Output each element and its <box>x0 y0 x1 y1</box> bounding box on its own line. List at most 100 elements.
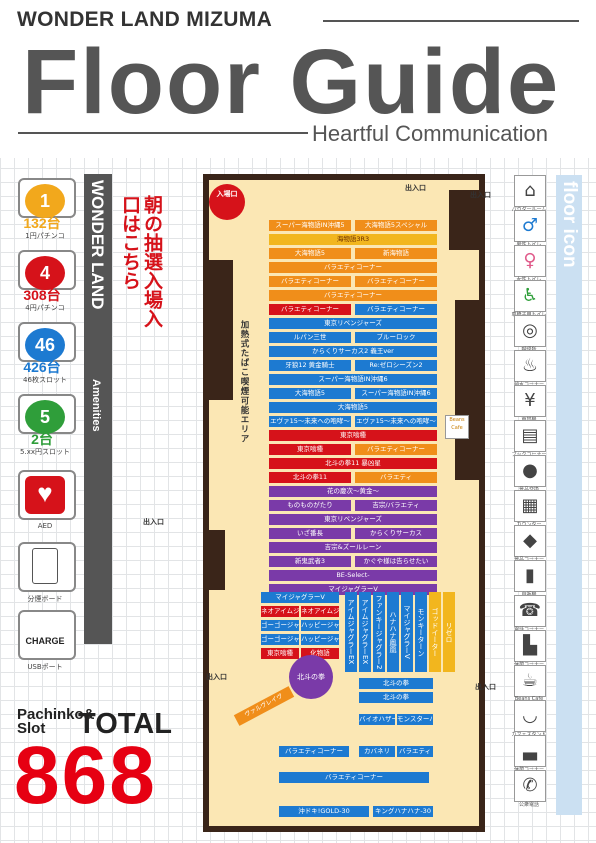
total-count: 868 <box>14 730 157 821</box>
machine-row[interactable]: バラエティコーナー <box>355 444 437 455</box>
machine-row[interactable]: ハッピージャグラーV III <box>301 634 339 645</box>
curved-row-label: ヴァルヴレイヴ <box>243 692 284 719</box>
machine-row[interactable]: 海物語3R3 <box>269 234 437 245</box>
entrance-label: 入場口 <box>216 190 238 198</box>
machine-row[interactable]: いざ番長 <box>269 528 351 539</box>
exit-right-top: 出入口 <box>470 191 491 199</box>
machine-row[interactable]: マイジャグラーV <box>261 592 339 603</box>
machine-row[interactable]: スーパー海物語IN沖縄6 <box>355 388 437 399</box>
machine-row[interactable]: バラエティ <box>397 746 433 757</box>
machine-row[interactable]: キングハナハナ-30 <box>373 806 433 817</box>
machine-row[interactable]: かぐや様は告らせたい <box>355 556 437 567</box>
machine-column[interactable]: アイムジャグラーEX <box>345 592 357 672</box>
smoking-area-label: 加熱式たばこ喫煙可能エリア <box>240 320 250 444</box>
machine-row[interactable]: BE-Select- <box>269 570 437 581</box>
machine-column[interactable]: アイムジャグラーEX <box>359 592 371 672</box>
machine-row[interactable]: ハッピージャグラーV III <box>301 620 339 631</box>
machine-column[interactable]: マイジャグラーV <box>401 592 413 672</box>
floor-icon-label: Beans Cafe <box>514 696 544 702</box>
amenities-title: WONDER LAND <box>88 180 107 310</box>
pachinko-slot-text: Pachinko& Slot <box>17 706 95 737</box>
machine-row[interactable]: 東京リベンジャーズ <box>269 514 437 525</box>
machine-column[interactable]: ゴッドイーター <box>429 592 441 672</box>
exit-top: 出入口 <box>405 184 426 192</box>
machine-row[interactable]: 大海物語5スペシャル <box>355 220 437 231</box>
machine-row[interactable]: ものものがたり <box>269 500 351 511</box>
machine-row[interactable]: モンスターハンター <box>397 714 433 725</box>
counter-icon: ▦ <box>514 490 546 522</box>
page-subtitle: Heartful Communication <box>312 121 548 146</box>
machine-row[interactable]: ネオアイムジャグラーEX <box>301 606 339 617</box>
machine-column[interactable]: ファンキージャグラー2 <box>373 592 385 672</box>
machine-column[interactable]: モンキーターン <box>415 592 427 672</box>
washroom-icon: ⌂ <box>514 175 546 207</box>
machine-row[interactable]: 北斗の拳11 暴凶星 <box>269 458 437 469</box>
machine-row[interactable]: 東京リベンジャーズ <box>269 318 437 329</box>
machine-row[interactable]: バラエティコーナー <box>355 304 437 315</box>
amenity-badge: 4 <box>25 256 65 290</box>
machine-row[interactable]: ゴーゴージャグラー3 <box>261 634 299 645</box>
machine-row[interactable]: 東京喰種 <box>269 444 351 455</box>
machine-row[interactable]: バラエティ <box>355 472 437 483</box>
machine-row[interactable]: バラエティコーナー <box>269 262 437 273</box>
map-wall <box>203 530 225 590</box>
header: WONDER LAND MIZUMA Floor Guide Heartful … <box>0 0 596 158</box>
machine-row[interactable]: からくりサーカス2 義王ver <box>269 346 437 357</box>
machine-row[interactable]: バラエティコーナー <box>269 304 351 315</box>
book-icon: ▤ <box>514 420 546 452</box>
coin-icon: ● <box>514 455 546 487</box>
brand-name: WONDER LAND MIZUMA <box>17 8 273 31</box>
machine-row[interactable]: スーパー海物語IN沖縄5 <box>269 220 351 231</box>
cup-icon: ◡ <box>514 700 546 732</box>
machine-row[interactable]: 吉宗/バラエティ <box>355 500 437 511</box>
machine-row[interactable]: 北斗の拳 <box>359 692 433 703</box>
floor-icon-title: floor icon <box>559 181 580 268</box>
amenity-label: 46枚スロット <box>23 376 67 384</box>
ashtray-icon: ◎ <box>514 315 546 347</box>
amenity-count: 308台 <box>23 287 61 303</box>
atm-icon: ¥ <box>514 385 546 417</box>
machine-row[interactable]: エヴァ15〜未来への咆哮〜 <box>269 416 351 427</box>
machine-row[interactable]: バイオハザード <box>359 714 395 725</box>
machine-row[interactable]: 大海物語5 <box>269 388 351 399</box>
subtitle-rule <box>18 132 308 134</box>
machine-row[interactable]: 北斗の拳 <box>359 678 433 689</box>
machine-row[interactable]: バラエティコーナー <box>279 772 429 783</box>
machine-row[interactable]: スーパー海物語IN沖縄6 <box>269 374 437 385</box>
machine-row[interactable]: 化物語 <box>301 648 339 659</box>
machine-row[interactable]: からくりサーカス <box>355 528 437 539</box>
machine-row[interactable]: ルパン三世 <box>269 332 351 343</box>
entrance-marker: 入場口 <box>207 182 249 220</box>
machine-row[interactable]: 大海物語5 <box>269 248 351 259</box>
machine-row[interactable]: バラエティコーナー <box>269 276 351 287</box>
machine-row[interactable]: カバネリ <box>359 746 395 757</box>
machine-row[interactable]: エヴァ15〜未来への咆哮〜 <box>355 416 437 427</box>
machine-row[interactable]: 花の慶次〜黄金〜 <box>269 486 437 497</box>
machine-row[interactable]: ゴーゴージャグラー3 <box>261 620 299 631</box>
machine-row[interactable]: 新鬼武者3 <box>269 556 351 567</box>
amenity-label: 1円パチンコ <box>25 232 65 240</box>
locker-icon: ▮ <box>514 560 546 592</box>
machine-row[interactable]: ブルーロック <box>355 332 437 343</box>
page-title: Floor Guide <box>22 31 561 133</box>
machine-column[interactable]: ハナハナ鳳凰 <box>387 592 399 672</box>
machine-row[interactable]: 沖ドキ!GOLD-30 <box>279 806 369 817</box>
machine-row[interactable]: 新海物語 <box>355 248 437 259</box>
machine-row[interactable]: バラエティコーナー <box>279 746 349 757</box>
chair-icon: ▙ <box>514 630 546 662</box>
machine-row[interactable]: 牙狼12 黄金騎士 <box>269 360 351 371</box>
machine-row[interactable]: 北斗の拳11 <box>269 472 351 483</box>
machine-row[interactable]: 吉宗&ズールレーン <box>269 542 437 553</box>
machine-row[interactable]: バラエティコーナー <box>355 276 437 287</box>
amenity-label: USBポート <box>27 663 63 671</box>
machine-row[interactable]: Re:ゼロシーズン2 <box>355 360 437 371</box>
amenities-subtitle: Amenities <box>90 379 102 432</box>
amenity-count: 426台 <box>23 359 61 375</box>
machine-row[interactable]: ネオアイムジャグラーEX <box>261 606 299 617</box>
machine-row[interactable]: 大海物語5 <box>269 402 437 413</box>
machine-row[interactable]: マイジャグラーV <box>269 584 437 595</box>
machine-row[interactable]: 東京喰種 <box>269 430 437 441</box>
machine-row[interactable]: 東京喰種 <box>261 648 299 659</box>
machine-column[interactable]: リゼロ <box>443 592 455 672</box>
machine-row[interactable]: バラエティコーナー <box>269 290 437 301</box>
